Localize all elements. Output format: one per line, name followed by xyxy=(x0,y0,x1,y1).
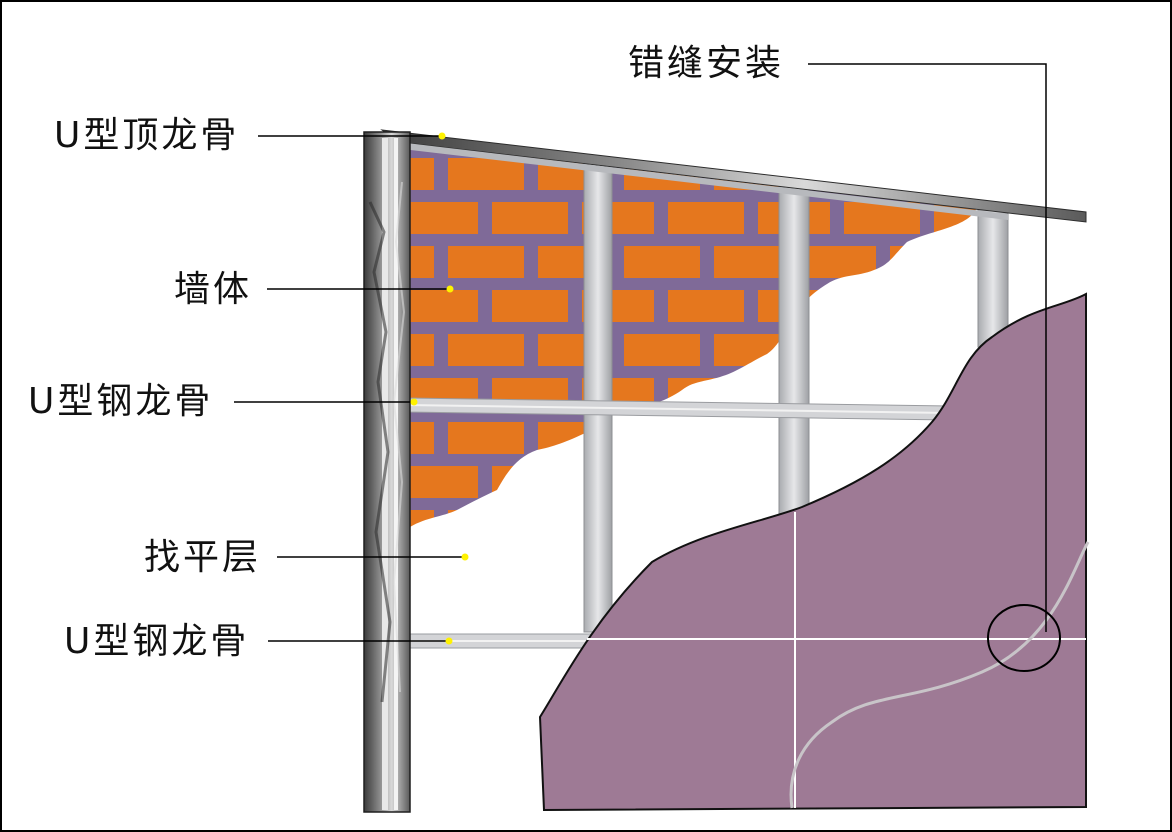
label-markers xyxy=(410,132,469,645)
marker-dot xyxy=(446,285,454,293)
board-seams xyxy=(587,512,1090,809)
marker-dot xyxy=(410,398,418,406)
label-top-track: U型顶龙骨 xyxy=(54,115,240,156)
label-middle-track: U型钢龙骨 xyxy=(28,381,214,422)
gypsum-board xyxy=(538,292,1087,812)
label-wall: 墙体 xyxy=(174,269,253,310)
marker-dot xyxy=(461,553,469,561)
brick-wall xyxy=(402,142,977,527)
left-track xyxy=(363,131,411,813)
marker-dot xyxy=(438,132,446,140)
label-bottom-track: U型钢龙骨 xyxy=(64,621,250,662)
stagger-circle xyxy=(987,604,1061,672)
label-leveling-layer: 找平层 xyxy=(144,537,262,578)
leader-lines xyxy=(234,63,1047,642)
label-staggered-install: 错缝安装 xyxy=(628,43,785,84)
marker-dot xyxy=(445,637,453,645)
